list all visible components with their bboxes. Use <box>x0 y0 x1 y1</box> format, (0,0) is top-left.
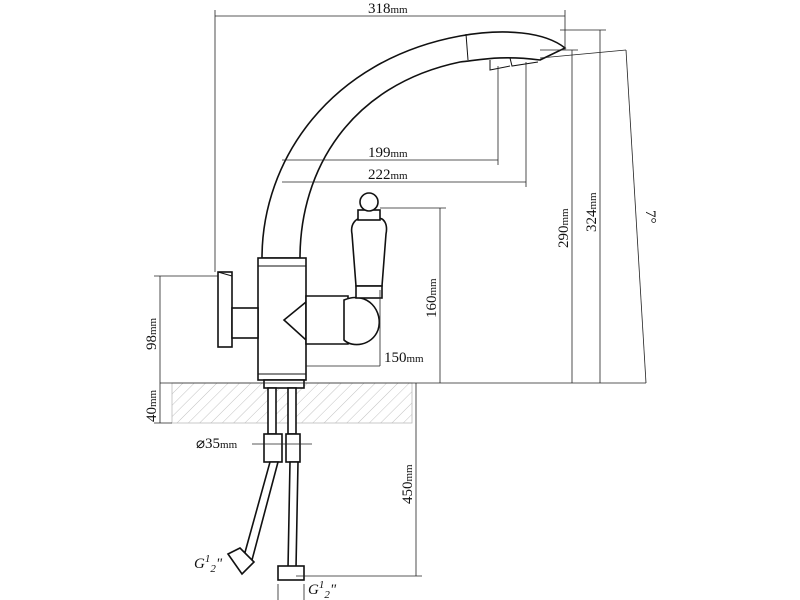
dim-450-label: 450mm <box>400 464 416 504</box>
flexible-hoses <box>226 461 305 581</box>
thread-right-label: G12" <box>308 579 337 600</box>
dim-98-label: 98mm <box>144 317 160 350</box>
left-lever-handle <box>217 271 259 348</box>
dim-290-label: 290mm <box>556 208 572 248</box>
faucet-spout <box>261 31 567 259</box>
dimension-lines <box>154 10 647 600</box>
dim-160-label: 160mm <box>424 278 440 318</box>
dim-324-label: 324mm <box>584 192 600 232</box>
dim-angle-label: 7° <box>642 210 658 224</box>
dim-222-label: 222mm <box>368 167 408 183</box>
thread-left-label: G12" <box>194 553 223 575</box>
dim-35-label: ⌀35mm <box>196 436 238 452</box>
dim-40-label: 40mm <box>144 389 160 422</box>
dim-318-label: 318mm <box>368 1 408 17</box>
right-valve-handle <box>282 192 388 346</box>
dimension-labels: 318mm 199mm 222mm 290mm 324mm 7° 160mm 9… <box>144 1 658 600</box>
dim-150-label: 150mm <box>384 350 424 366</box>
mounting-stem <box>263 379 305 463</box>
dim-199-label: 199mm <box>368 145 408 161</box>
